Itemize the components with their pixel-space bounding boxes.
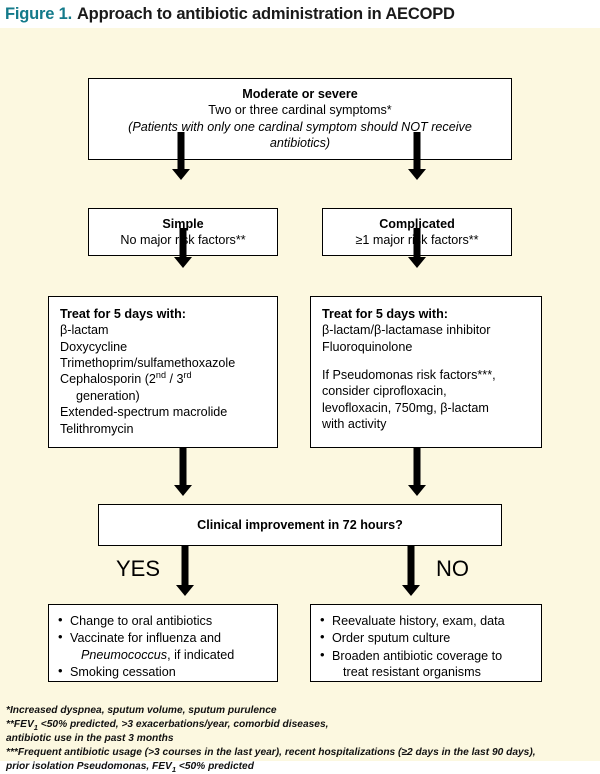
footnotes: *Increased dyspnea, sputum volume, sputu… <box>6 704 596 774</box>
ceph-sup-3rd: rd <box>183 370 192 381</box>
footnote-2-a: **FEV <box>6 719 34 731</box>
pseudomonas-line-1: consider ciprofloxacin, <box>322 384 447 399</box>
treatment-simple-item-1: Doxycycline <box>60 339 128 354</box>
treatment-simple-item-2: Trimethoprim/sulfamethoxazole <box>60 356 236 371</box>
treatment-complicated-heading: Treat for 5 days with: <box>322 307 448 321</box>
footnote-3: antibiotic use in the past 3 months <box>6 733 174 745</box>
treatment-simple-item-5: Extended-spectrum macrolide <box>60 405 228 420</box>
figure-title-bar: Figure 1. Approach to antibiotic adminis… <box>0 0 600 28</box>
fev1-subscript: 1 <box>33 723 38 733</box>
pneumococcus-italic: Pneumococcus <box>81 647 168 662</box>
ceph-sup-2nd: nd <box>155 370 167 381</box>
footnote-4: ***Frequent antibiotic usage (>3 courses… <box>6 747 536 759</box>
node-treatment-complicated[interactable]: Treat for 5 days with: β-lactam/β-lactam… <box>310 296 542 448</box>
node-simple-heading: Simple <box>162 217 204 231</box>
arrow-clinical-to-no-outcome <box>398 546 424 596</box>
treatment-simple-item-0: β-lactam <box>60 323 109 338</box>
vaccinate-text: Vaccinate for influenza and <box>70 631 221 646</box>
treatment-simple-item-4: generation) <box>76 388 140 403</box>
treatment-complicated-item-1: Fluoroquinolone <box>322 339 413 354</box>
pneumococcus-rest: , if indicated <box>167 647 235 662</box>
outcome-not-improved-list: Reevaluate history, exam, data Order spu… <box>319 612 535 681</box>
footnote-5: prior isolation Pseudomonas, FEV1 <50% p… <box>6 760 596 774</box>
list-item: Broaden antibiotic coverage to treat resi… <box>319 647 535 681</box>
footnote-5-a: prior isolation Pseudomonas, FEV <box>6 761 172 773</box>
clinical-heading: Clinical improvement in 72 hours? <box>197 518 403 532</box>
broaden-text-cont: treat resistant organisms <box>343 665 481 680</box>
node-moderate-line2: Two or three cardinal symptoms* <box>208 103 392 118</box>
arrow-treatment-complicated-to-clinical <box>404 448 430 496</box>
flowchart-canvas: Moderate or severe Two or three cardinal… <box>0 28 600 774</box>
outcome-improved-list: Change to oral antibiotics Vaccinate for… <box>57 612 271 680</box>
treatment-simple-item-6: Telithromycin <box>60 421 134 436</box>
treatment-simple-heading: Treat for 5 days with: <box>60 307 186 321</box>
footnote-1: *Increased dyspnea, sputum volume, sputu… <box>6 705 277 716</box>
arrow-clinical-to-yes-outcome <box>172 546 198 596</box>
figure-number: Figure 1. <box>5 4 72 23</box>
arrow-moderate-to-simple <box>168 132 194 180</box>
node-moderate-or-severe[interactable]: Moderate or severe Two or three cardinal… <box>88 78 512 160</box>
node-complicated-heading: Complicated <box>379 217 455 231</box>
list-item: Reevaluate history, exam, data <box>319 612 535 629</box>
treatment-complicated-item-0: β-lactam/β-lactamase inhibitor <box>322 323 491 338</box>
list-item: Vaccinate for influenza andPneumococcus,… <box>57 629 271 663</box>
list-item: Smoking cessation <box>57 663 271 680</box>
footnote-2-b: <50% predicted, >3 exacerbations/year, c… <box>37 719 329 731</box>
list-item: Order sputum culture <box>319 629 535 646</box>
pseudomonas-line-2: levofloxacin, 750mg, β-lactam <box>322 400 489 415</box>
broaden-text: Broaden antibiotic coverage to <box>332 648 503 663</box>
node-treatment-simple[interactable]: Treat for 5 days with: β-lactam Doxycycl… <box>48 296 278 448</box>
arrow-moderate-to-complicated <box>404 132 430 180</box>
pseudomonas-line-0: If Pseudomonas risk factors***, <box>322 368 496 383</box>
decision-label-no: NO <box>436 556 469 581</box>
list-item: Change to oral antibiotics <box>57 612 271 629</box>
treatment-complicated-spacer <box>322 355 533 367</box>
arrow-simple-to-treatment <box>170 228 196 268</box>
decision-label-yes: YES <box>116 556 161 581</box>
pseudomonas-line-3: with activity <box>322 417 387 432</box>
arrow-complicated-to-treatment <box>404 228 430 268</box>
treatment-simple-item-3: Cephalosporin (2nd / 3rd <box>60 371 269 387</box>
page-title: Approach to antibiotic administration in… <box>76 4 455 23</box>
ceph-base: Cephalosporin (2 <box>60 372 156 387</box>
footnote-2: **FEV1 <50% predicted, >3 exacerbations/… <box>6 718 596 732</box>
node-moderate-heading: Moderate or severe <box>242 87 358 101</box>
node-outcome-improved[interactable]: Change to oral antibiotics Vaccinate for… <box>48 604 278 682</box>
footnote-5-b: <50% predicted <box>176 761 254 773</box>
pneumococcus-line: Pneumococcus, if indicated <box>70 647 271 663</box>
node-moderate-line4: antibiotics) <box>269 136 331 151</box>
node-clinical-improvement[interactable]: Clinical improvement in 72 hours? <box>98 504 502 546</box>
node-outcome-not-improved[interactable]: Reevaluate history, exam, data Order spu… <box>310 604 542 682</box>
ceph-mid: / 3 <box>166 372 184 387</box>
arrow-treatment-simple-to-clinical <box>170 448 196 496</box>
node-moderate-line3: (Patients with only one cardinal symptom… <box>128 119 472 134</box>
